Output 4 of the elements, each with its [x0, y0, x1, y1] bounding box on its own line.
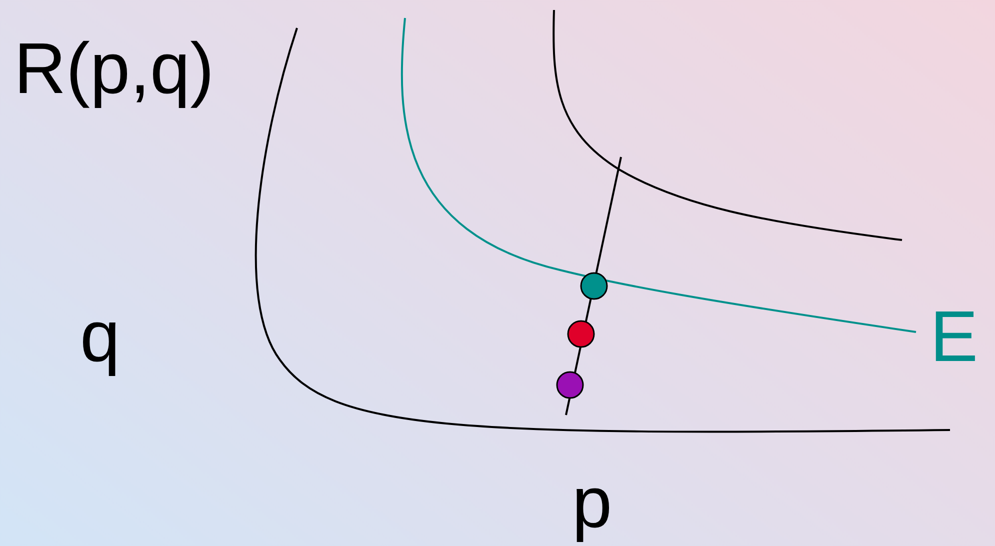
axis-label: q: [80, 296, 120, 379]
function-label: R(p,q): [14, 28, 214, 111]
axis-label: p: [572, 462, 612, 545]
curve-label: E: [930, 296, 978, 379]
